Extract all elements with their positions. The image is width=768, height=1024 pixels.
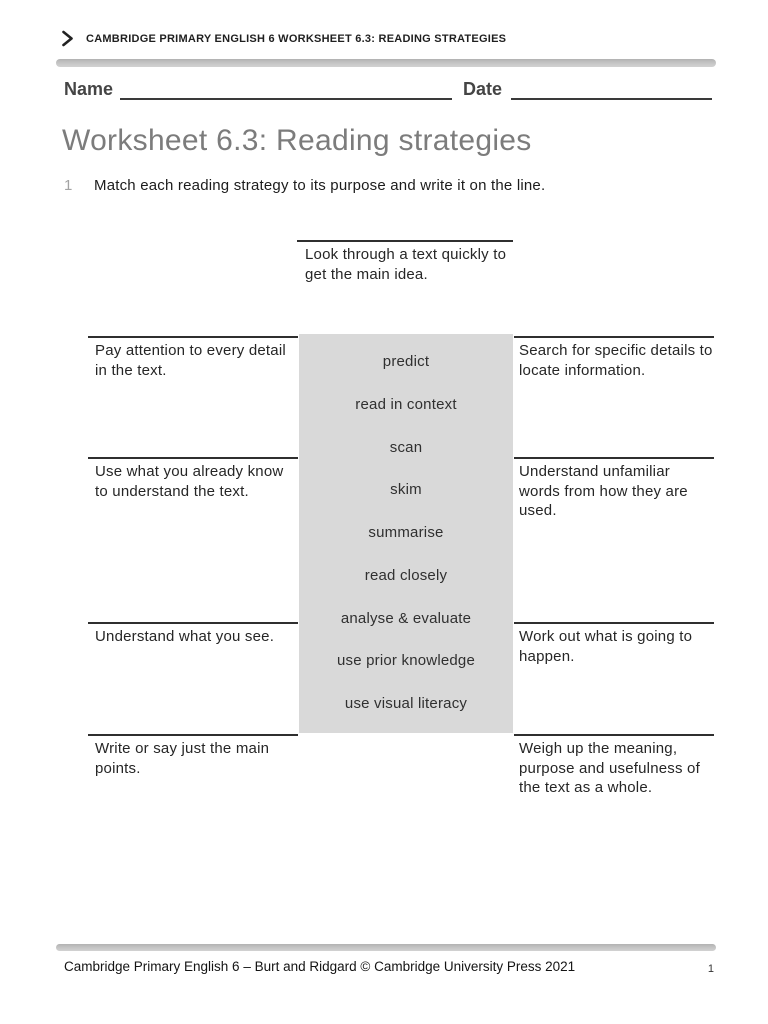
strategy-word: analyse & evaluate bbox=[340, 609, 472, 627]
strategy-word: scan bbox=[389, 438, 423, 456]
purpose-right-2: Understand unfamiliar words from how the… bbox=[514, 457, 714, 521]
strategy-word: use visual literacy bbox=[344, 695, 468, 712]
strategy-word: skim bbox=[390, 481, 422, 499]
page-title: Worksheet 6.3: Reading strategies bbox=[62, 124, 532, 157]
purpose-right-4: Weigh up the meaning, purpose and useful… bbox=[514, 734, 714, 798]
strategy-word: read in context bbox=[355, 395, 457, 413]
instruction-row: 1 Match each reading strategy to its pur… bbox=[64, 177, 545, 194]
strategy-word: read closely bbox=[364, 566, 448, 584]
date-label: Date bbox=[463, 79, 503, 99]
strategy-word: predict bbox=[382, 353, 430, 370]
page-number: 1 bbox=[707, 963, 714, 975]
strategy-word: summarise bbox=[368, 524, 444, 541]
name-label: Name bbox=[64, 79, 114, 99]
top-divider-bar bbox=[56, 59, 716, 67]
purpose-top: Look through a text quickly to get the m… bbox=[297, 240, 513, 284]
date-write-line bbox=[511, 82, 712, 100]
strategy-word: use prior knowledge bbox=[336, 652, 476, 670]
footer-credit-text: Cambridge Primary English 6 – Burt and R… bbox=[64, 959, 576, 974]
purpose-left-1: Pay attention to every detail in the tex… bbox=[88, 336, 298, 380]
bottom-divider-bar bbox=[56, 944, 716, 951]
purpose-left-4: Write or say just the main points. bbox=[88, 734, 298, 778]
purpose-right-3: Work out what is going to happen. bbox=[514, 622, 714, 666]
name-write-line bbox=[120, 82, 453, 100]
strategies-word-bank: predict read in context scan skim summar… bbox=[299, 334, 513, 733]
page-footer: Cambridge Primary English 6 – Burt and R… bbox=[64, 959, 714, 975]
header-title: CAMBRIDGE PRIMARY ENGLISH 6 WORKSHEET 6.… bbox=[86, 32, 507, 45]
instruction-number: 1 bbox=[64, 177, 73, 194]
name-date-row: Name Date bbox=[64, 79, 712, 100]
instruction-text: Match each reading strategy to its purpo… bbox=[94, 177, 546, 194]
purpose-left-2: Use what you already know to understand … bbox=[88, 457, 298, 501]
page-header: CAMBRIDGE PRIMARY ENGLISH 6 WORKSHEET 6.… bbox=[61, 30, 506, 47]
purpose-right-1: Search for specific details to locate in… bbox=[514, 336, 714, 380]
purpose-left-3: Understand what you see. bbox=[88, 622, 298, 647]
chevron-right-icon bbox=[62, 30, 73, 47]
